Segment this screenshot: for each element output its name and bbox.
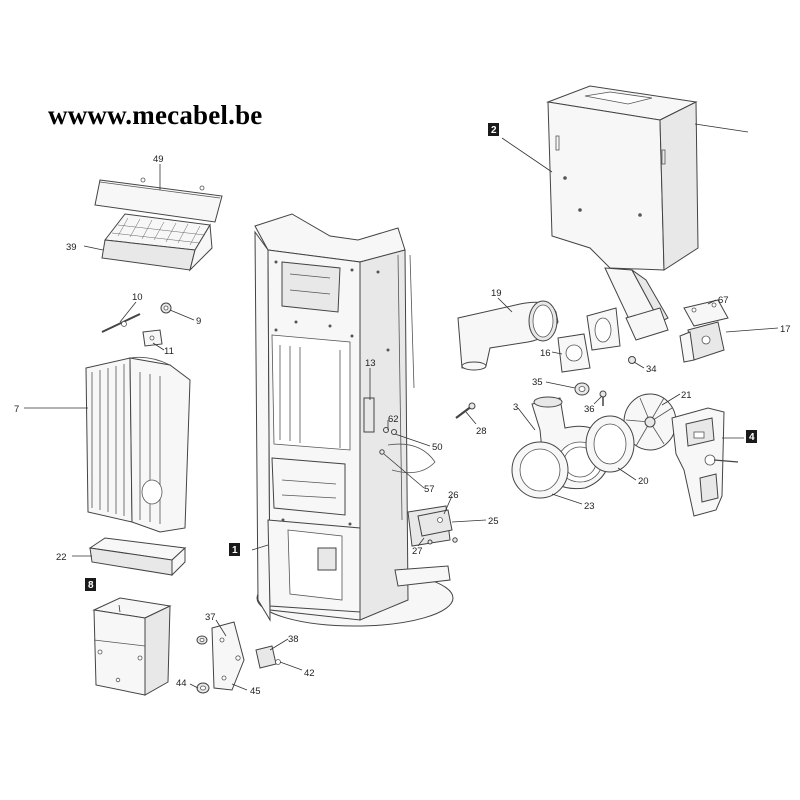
part-26-25-27-switch xyxy=(417,509,458,545)
callout-26: 26 xyxy=(448,490,459,501)
svg-text:4: 4 xyxy=(749,432,755,443)
part-37-45-bracket xyxy=(211,621,245,691)
callout-7: 7 xyxy=(14,404,19,415)
callout-49: 49 xyxy=(153,154,164,165)
assembly-label-8: 8 xyxy=(85,578,96,591)
part-19-pipe xyxy=(457,300,559,371)
callout-3: 3 xyxy=(513,402,518,413)
callout-23: 23 xyxy=(584,501,595,512)
part-1-main-body xyxy=(254,213,454,627)
callout-28: 28 xyxy=(476,426,487,437)
callout-17: 17 xyxy=(780,324,791,335)
part-10-rod xyxy=(101,313,141,333)
part-20-plate xyxy=(585,415,635,473)
part-62-50-57-screws xyxy=(379,427,397,455)
part-67-17-34-motor xyxy=(628,299,729,364)
callout-20: 20 xyxy=(638,476,649,487)
part-4-control-panel xyxy=(671,407,739,517)
callout-25: 25 xyxy=(488,516,499,527)
svg-text:2: 2 xyxy=(491,125,497,136)
part-9-knob xyxy=(160,302,172,314)
part-28-pin xyxy=(455,402,476,419)
callout-35: 35 xyxy=(532,377,543,388)
part-8-box xyxy=(92,597,172,696)
callout-27: 27 xyxy=(412,546,423,557)
part-22-ash-tray xyxy=(88,537,187,577)
part-39-grille xyxy=(101,213,213,272)
part-2-hopper xyxy=(546,85,699,341)
part-7-side-panel xyxy=(85,356,191,533)
site-title: wwww.mecabel.be xyxy=(48,100,263,130)
callout-36: 36 xyxy=(584,404,595,415)
callout-10: 10 xyxy=(132,292,143,303)
callout-22: 22 xyxy=(56,552,67,563)
callout-34: 34 xyxy=(646,364,657,375)
part-44-washer xyxy=(196,635,210,694)
part-11-bracket xyxy=(142,329,163,347)
callout-38: 38 xyxy=(288,634,299,645)
callout-11: 11 xyxy=(164,346,174,357)
svg-text:1: 1 xyxy=(232,545,238,556)
leader-lines xyxy=(24,123,779,691)
callout-62: 62 xyxy=(388,414,399,425)
callout-44: 44 xyxy=(176,678,187,689)
callout-13: 13 xyxy=(365,358,376,369)
callout-19: 19 xyxy=(491,288,502,299)
callout-45: 45 xyxy=(250,686,261,697)
part-35-36-fasteners xyxy=(574,382,607,406)
callout-50: 50 xyxy=(432,442,443,453)
part-38-42-switch xyxy=(255,645,281,669)
callout-67: 67 xyxy=(718,295,729,306)
assembly-label-1: 1 xyxy=(229,543,240,556)
assembly-label-4: 4 xyxy=(746,430,757,443)
assembly-label-2: 2 xyxy=(488,123,499,136)
part-49-top-plate xyxy=(94,177,223,223)
callout-labels: 49 39 10 9 11 7 22 44 37 45 38 42 13 62 … xyxy=(14,154,791,697)
callout-39: 39 xyxy=(66,242,77,253)
callout-9: 9 xyxy=(196,316,201,327)
part-16-gasket xyxy=(557,307,621,373)
callout-42: 42 xyxy=(304,668,315,679)
callout-57: 57 xyxy=(424,484,435,495)
svg-text:8: 8 xyxy=(88,580,94,591)
callout-16: 16 xyxy=(540,348,551,359)
part-23-ring xyxy=(511,441,569,499)
callout-37: 37 xyxy=(205,612,216,623)
callout-21: 21 xyxy=(681,390,692,401)
